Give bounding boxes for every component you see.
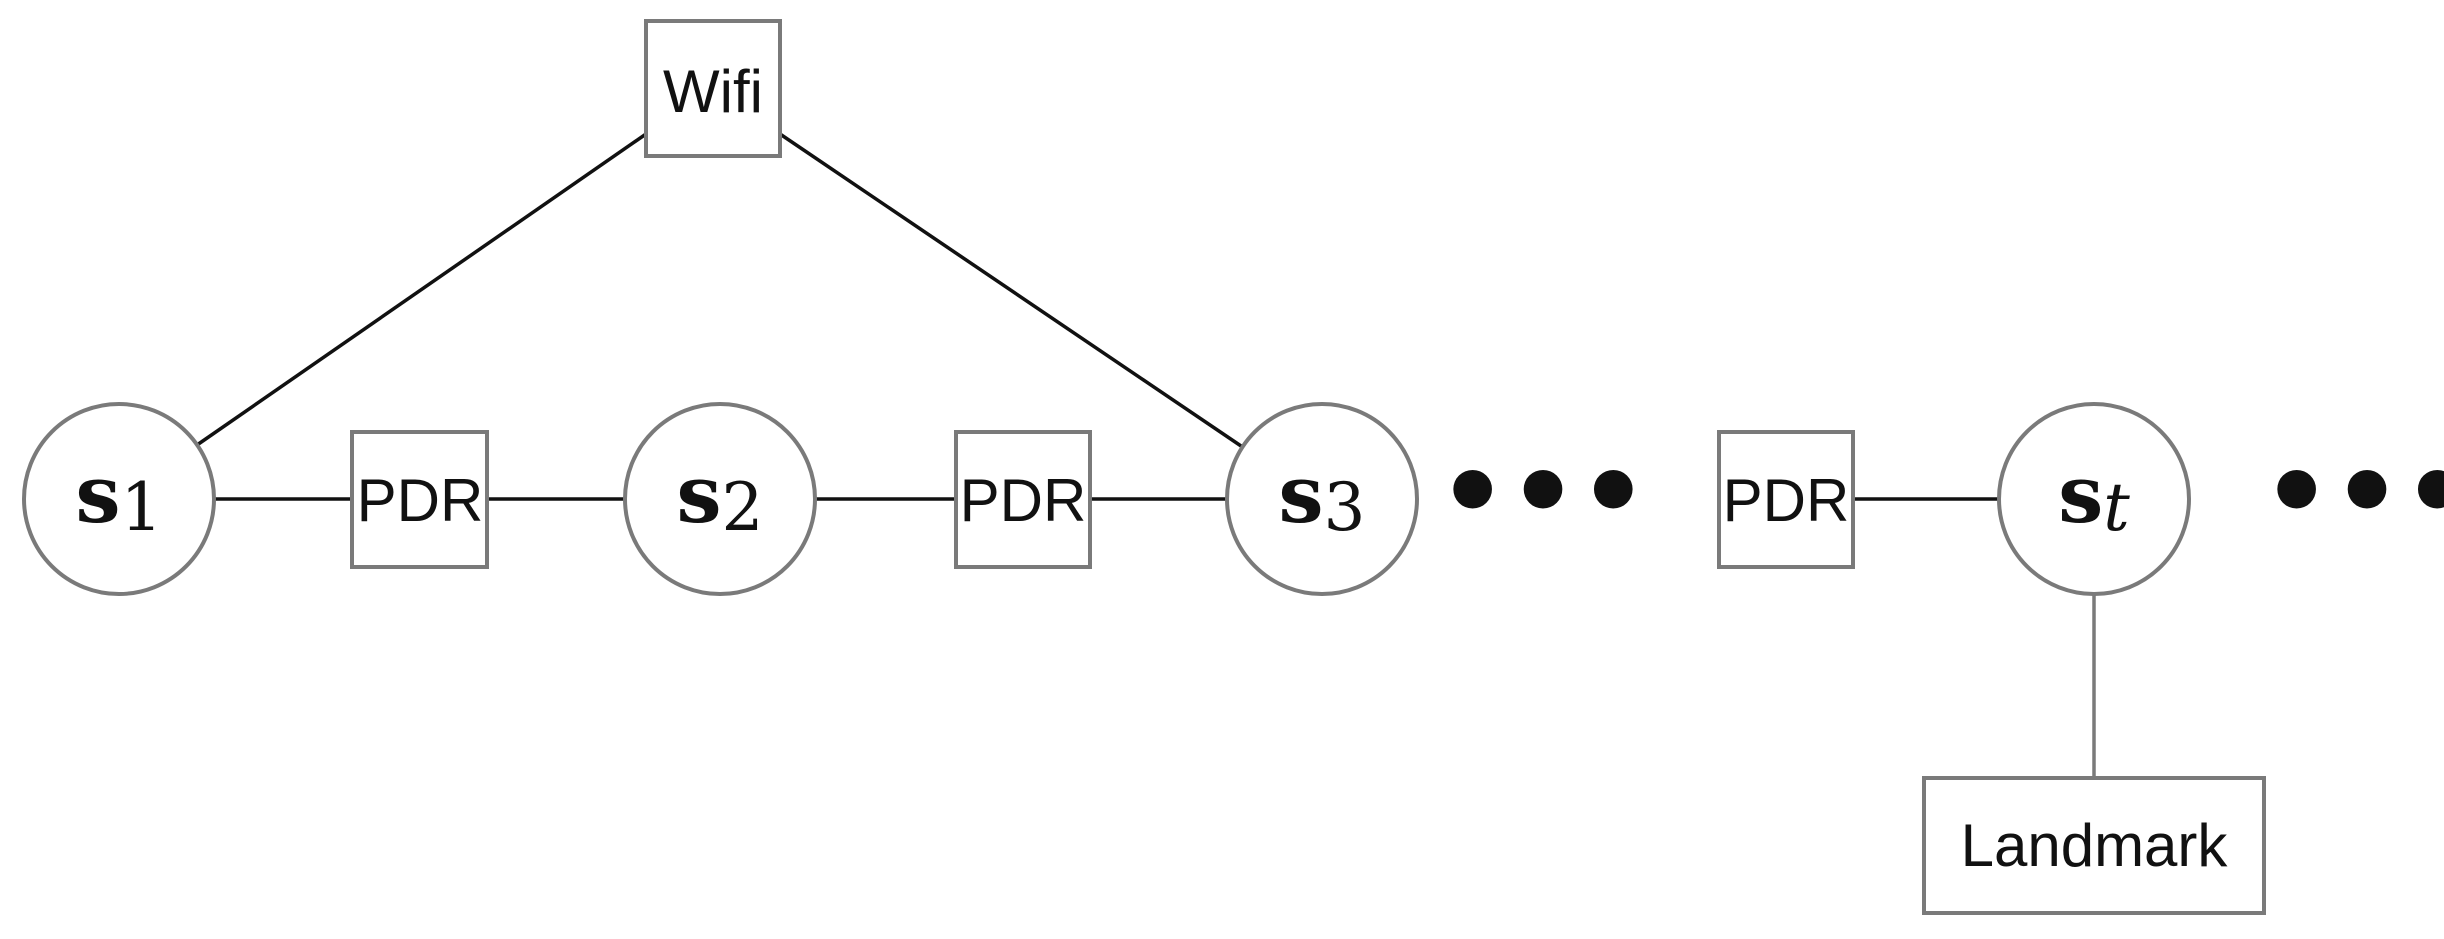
state-st-label: st (2058, 447, 2130, 546)
edge-s1-wifi (196, 132, 647, 447)
state-node-st: st (1997, 402, 2191, 596)
factor-wifi: Wifi (644, 19, 782, 158)
factor-wifi-label: Wifi (663, 58, 763, 125)
state-node-s3: s3 (1225, 402, 1419, 596)
state-node-s2: s2 (623, 402, 817, 596)
factor-pdr-1-label: PDR (357, 467, 484, 534)
state-s1-label: s1 (75, 447, 162, 546)
factor-pdr-3-label: PDR (1723, 467, 1850, 534)
factor-pdr-3: PDR (1717, 430, 1855, 569)
factor-pdr-2: PDR (954, 430, 1092, 569)
state-s3-label: s3 (1278, 447, 1365, 546)
state-s2-label: s2 (676, 447, 763, 546)
factor-landmark-label: Landmark (1961, 812, 2229, 879)
factor-pdr-2-label: PDR (960, 467, 1087, 534)
ellipsis-end: ••• (2262, 428, 2444, 556)
ellipsis-middle: ••• (1438, 428, 1649, 556)
state-node-s1: s1 (22, 402, 216, 596)
factor-landmark: Landmark (1922, 776, 2266, 915)
factor-pdr-1: PDR (350, 430, 489, 569)
edge-wifi-s3 (779, 132, 1245, 450)
